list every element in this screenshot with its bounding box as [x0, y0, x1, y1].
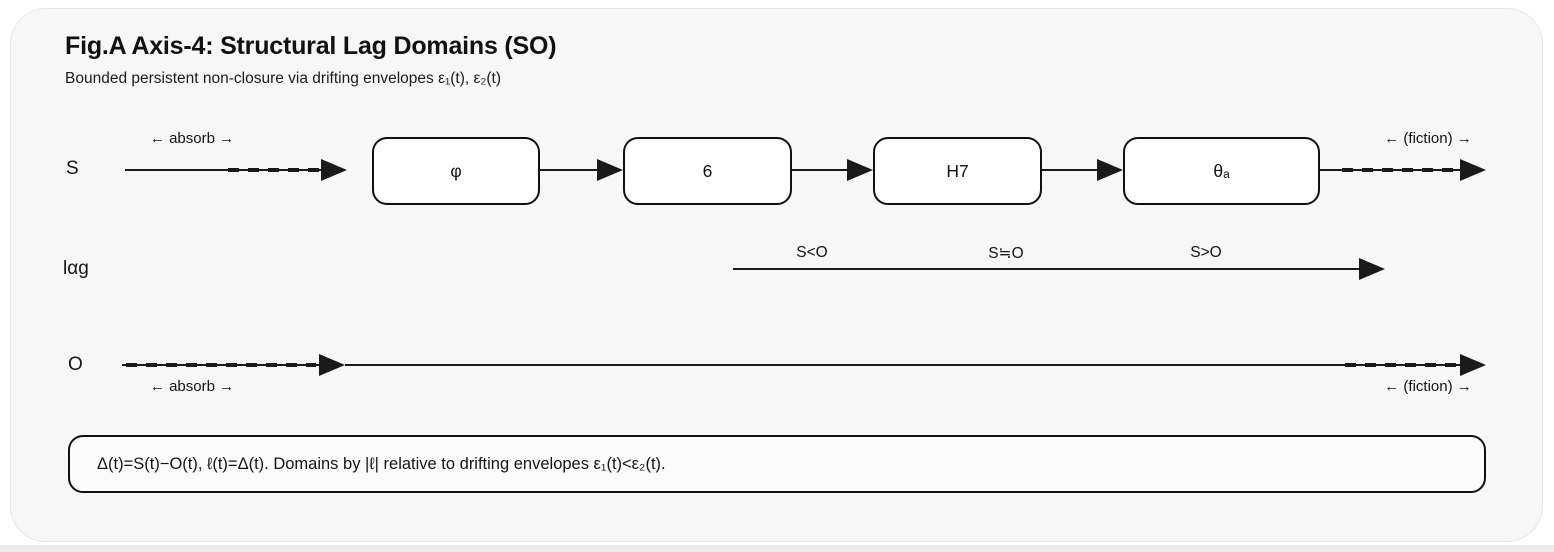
arrowhead-icon — [1460, 354, 1486, 376]
arrowhead-icon — [1359, 258, 1385, 280]
stage-box-6: 6 — [623, 137, 792, 205]
arrowhead-icon — [321, 159, 347, 181]
stage-box-h7: H7 — [873, 137, 1042, 205]
stage-box-phi: φ — [372, 137, 540, 205]
page-bottom-edge — [0, 545, 1554, 552]
s-axis-left-dashes — [228, 168, 320, 172]
arrowhead-icon — [597, 159, 623, 181]
o-axis-main-line — [345, 364, 1462, 366]
stage-box-label: 6 — [702, 160, 713, 181]
arrowhead-icon — [847, 159, 873, 181]
s-axis-left-line — [125, 169, 323, 171]
s-axis-fiction-label: ← (fiction) → — [1384, 130, 1472, 147]
s-axis-connector-line — [540, 169, 598, 171]
arrowhead-icon — [1097, 159, 1123, 181]
lag-axis-line — [733, 268, 1361, 270]
lag-axis-label: lαg — [63, 258, 89, 279]
lag-domain-s-lt-o: S<O — [796, 244, 828, 261]
stage-box-label: θₐ — [1213, 160, 1230, 181]
s-axis-connector-line — [792, 169, 849, 171]
o-axis-fiction-label: ← (fiction) → — [1384, 378, 1472, 395]
o-axis-left-dashes — [126, 363, 316, 367]
stage-box-label: H7 — [946, 160, 969, 181]
s-axis-absorb-label: ← absorb → — [149, 130, 235, 147]
arrowhead-icon — [1460, 159, 1486, 181]
stage-box-label: φ — [450, 160, 462, 181]
lag-domain-s-approx-o: S≒O — [988, 245, 1024, 262]
o-axis-right-dashes — [1345, 363, 1458, 367]
s-axis-right-dashes — [1342, 168, 1458, 172]
caption-box: Δ(t)=S(t)−O(t), ℓ(t)=Δ(t). Domains by |ℓ… — [68, 435, 1486, 493]
s-axis-connector-line — [1042, 169, 1098, 171]
figure-subtitle: Bounded persistent non-closure via drift… — [65, 70, 502, 87]
o-axis-absorb-label: ← absorb → — [149, 378, 235, 395]
figure-title: Fig.A Axis-4: Structural Lag Domains (SO… — [65, 32, 557, 60]
caption-text: Δ(t)=S(t)−O(t), ℓ(t)=Δ(t). Domains by |ℓ… — [97, 454, 666, 473]
stage-box-theta-a: θₐ — [1123, 137, 1320, 205]
arrowhead-icon — [319, 354, 345, 376]
lag-domain-s-gt-o: S>O — [1190, 244, 1222, 261]
s-axis-label: S — [66, 158, 79, 179]
o-axis-label: O — [68, 354, 83, 375]
